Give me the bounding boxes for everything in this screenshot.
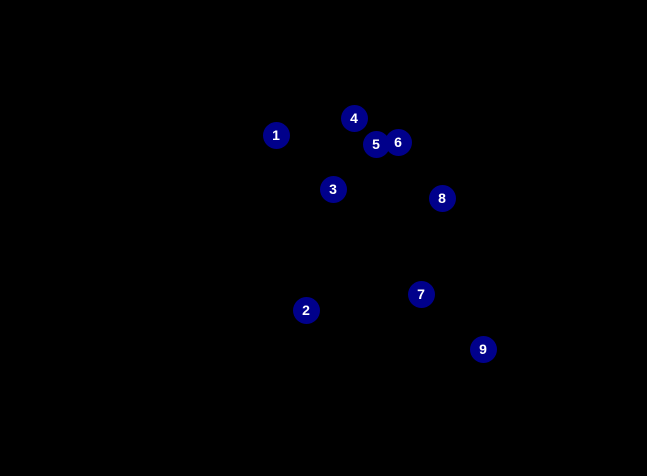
som-mark-2[interactable]: 2 (292, 296, 320, 324)
som-mark-3[interactable]: 3 (319, 175, 347, 203)
som-mark-9[interactable]: 9 (469, 335, 497, 363)
som-mark-4[interactable]: 4 (340, 104, 368, 132)
som-mark-1[interactable]: 1 (262, 121, 290, 149)
som-mark-7[interactable]: 7 (407, 280, 435, 308)
som-mark-6[interactable]: 6 (384, 128, 412, 156)
som-mark-8[interactable]: 8 (428, 184, 456, 212)
